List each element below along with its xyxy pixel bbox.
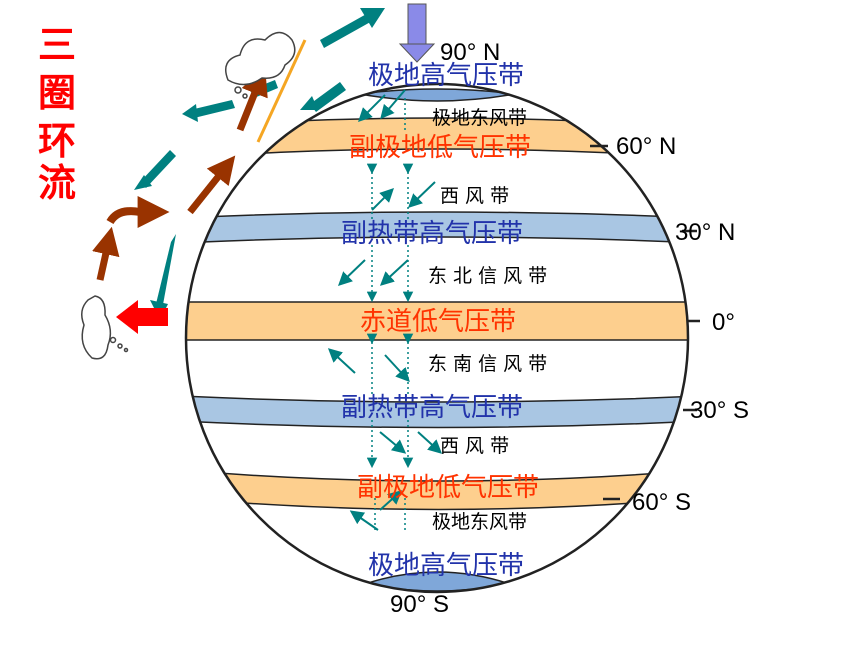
label-westerlies-north: 西 风 带 [440, 185, 509, 207]
surface-wind-arrows [327, 89, 443, 531]
band-subpolar-low-north [186, 117, 688, 159]
lat-90n: 90° N [440, 39, 500, 66]
wind-belt-labels: 极地东风带 西 风 带 东 北 信 风 带 东 南 信 风 带 西 风 带 极地… [428, 107, 547, 533]
latitude-labels: 90° N 60° N 30° N 0° 30° S 60° S 90° S [390, 39, 749, 618]
band-subtropical-high-south [186, 395, 688, 429]
latitude-ticks [590, 144, 700, 501]
title-char-4: 流 [38, 160, 76, 205]
title-char-1: 三 [38, 22, 76, 67]
lat-60s: 60° S [632, 489, 691, 516]
label-westerlies-south: 西 风 带 [440, 435, 509, 457]
title-char-3: 环 [38, 118, 76, 163]
cloud-icon-equator [81, 295, 129, 360]
label-ne-trades: 东 北 信 风 带 [428, 265, 547, 287]
lat-30s: 30° S [690, 397, 749, 424]
band-subpolar-low-south [186, 469, 688, 511]
polar-descending-arrow [398, 3, 436, 63]
vertical-air-motion [366, 98, 414, 530]
label-polar-high-south: 极地高气压带 [368, 551, 524, 581]
label-subpolar-low-south: 副极地低气压带 [357, 473, 539, 503]
label-subtropical-high-north: 副热带高气压带 [341, 219, 523, 249]
band-equatorial-low [186, 301, 688, 341]
label-se-trades: 东 南 信 风 带 [428, 353, 547, 375]
label-equatorial-low: 赤道低气压带 [360, 307, 516, 337]
rising-air-arrows [92, 39, 307, 281]
pressure-belt-labels: 极地高气压带 副极地低气压带 副热带高气压带 赤道低气压带 副热带高气压带 副极… [341, 61, 539, 581]
title-char-2: 圈 [38, 70, 76, 115]
band-subtropical-high-north [186, 211, 688, 244]
equatorial-red-arrow [116, 300, 168, 334]
diagram-title: 三 圈 环 流 [38, 22, 76, 205]
globe-outline [184, 82, 690, 594]
label-polar-high-north: 极地高气压带 [368, 61, 524, 91]
lat-30n: 30° N [675, 219, 735, 246]
label-polar-easterlies-south: 极地东风带 [432, 511, 527, 533]
cloud-icon [225, 31, 296, 99]
globe [184, 82, 690, 594]
label-subpolar-low-north: 副极地低气压带 [349, 133, 531, 163]
label-polar-easterlies-north: 极地东风带 [432, 107, 527, 129]
tropopause-line [256, 39, 307, 143]
upper-circulation-arrows [134, 8, 385, 320]
label-subtropical-high-south: 副热带高气压带 [341, 393, 523, 423]
lat-60n: 60° N [616, 133, 676, 160]
lat-0: 0° [712, 309, 735, 336]
lat-90s: 90° S [390, 591, 449, 618]
